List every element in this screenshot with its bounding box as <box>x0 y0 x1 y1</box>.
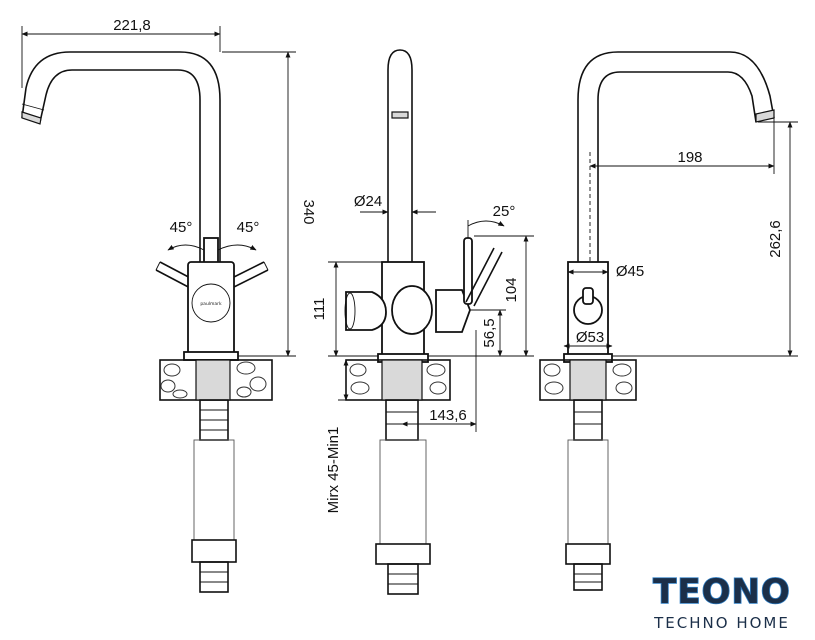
side-view: Ø24 25° 111 104 56,5 <box>311 49 534 595</box>
dim-spout-reach-front: 221,8 <box>113 17 151 34</box>
front-view: paulmark 221,8 340 45° 45° <box>21 17 317 593</box>
dim-lever-axis-height: 56,5 <box>481 318 498 347</box>
dim-body-diameter: Ø45 <box>616 263 644 280</box>
dim-body-height: 111 <box>311 298 328 321</box>
right-view: 198 262,6 Ø45 Ø53 <box>539 51 798 591</box>
dim-lever-height: 104 <box>503 277 520 302</box>
dim-angle-right: 45° <box>237 219 260 236</box>
dim-lever-angle: 25° <box>493 203 516 220</box>
dim-spout-reach-side: 198 <box>677 149 702 166</box>
teono-logo: TEONO TECHNO HOME <box>652 571 791 632</box>
dim-spout-diameter: Ø24 <box>354 193 382 210</box>
dim-height-total: 340 <box>300 199 317 224</box>
dim-mount-depth: Mirx 45-Min1 <box>325 427 342 514</box>
dim-spout-height: 262,6 <box>767 220 784 258</box>
brand-mark: paulmark <box>200 301 222 307</box>
dim-base-reach: 143,6 <box>429 407 467 424</box>
logo-tagline: TECHNO HOME <box>653 614 790 632</box>
dim-angle-left: 45° <box>170 219 193 236</box>
logo-name: TEONO <box>653 572 791 612</box>
dim-base-diameter: Ø53 <box>576 329 604 346</box>
